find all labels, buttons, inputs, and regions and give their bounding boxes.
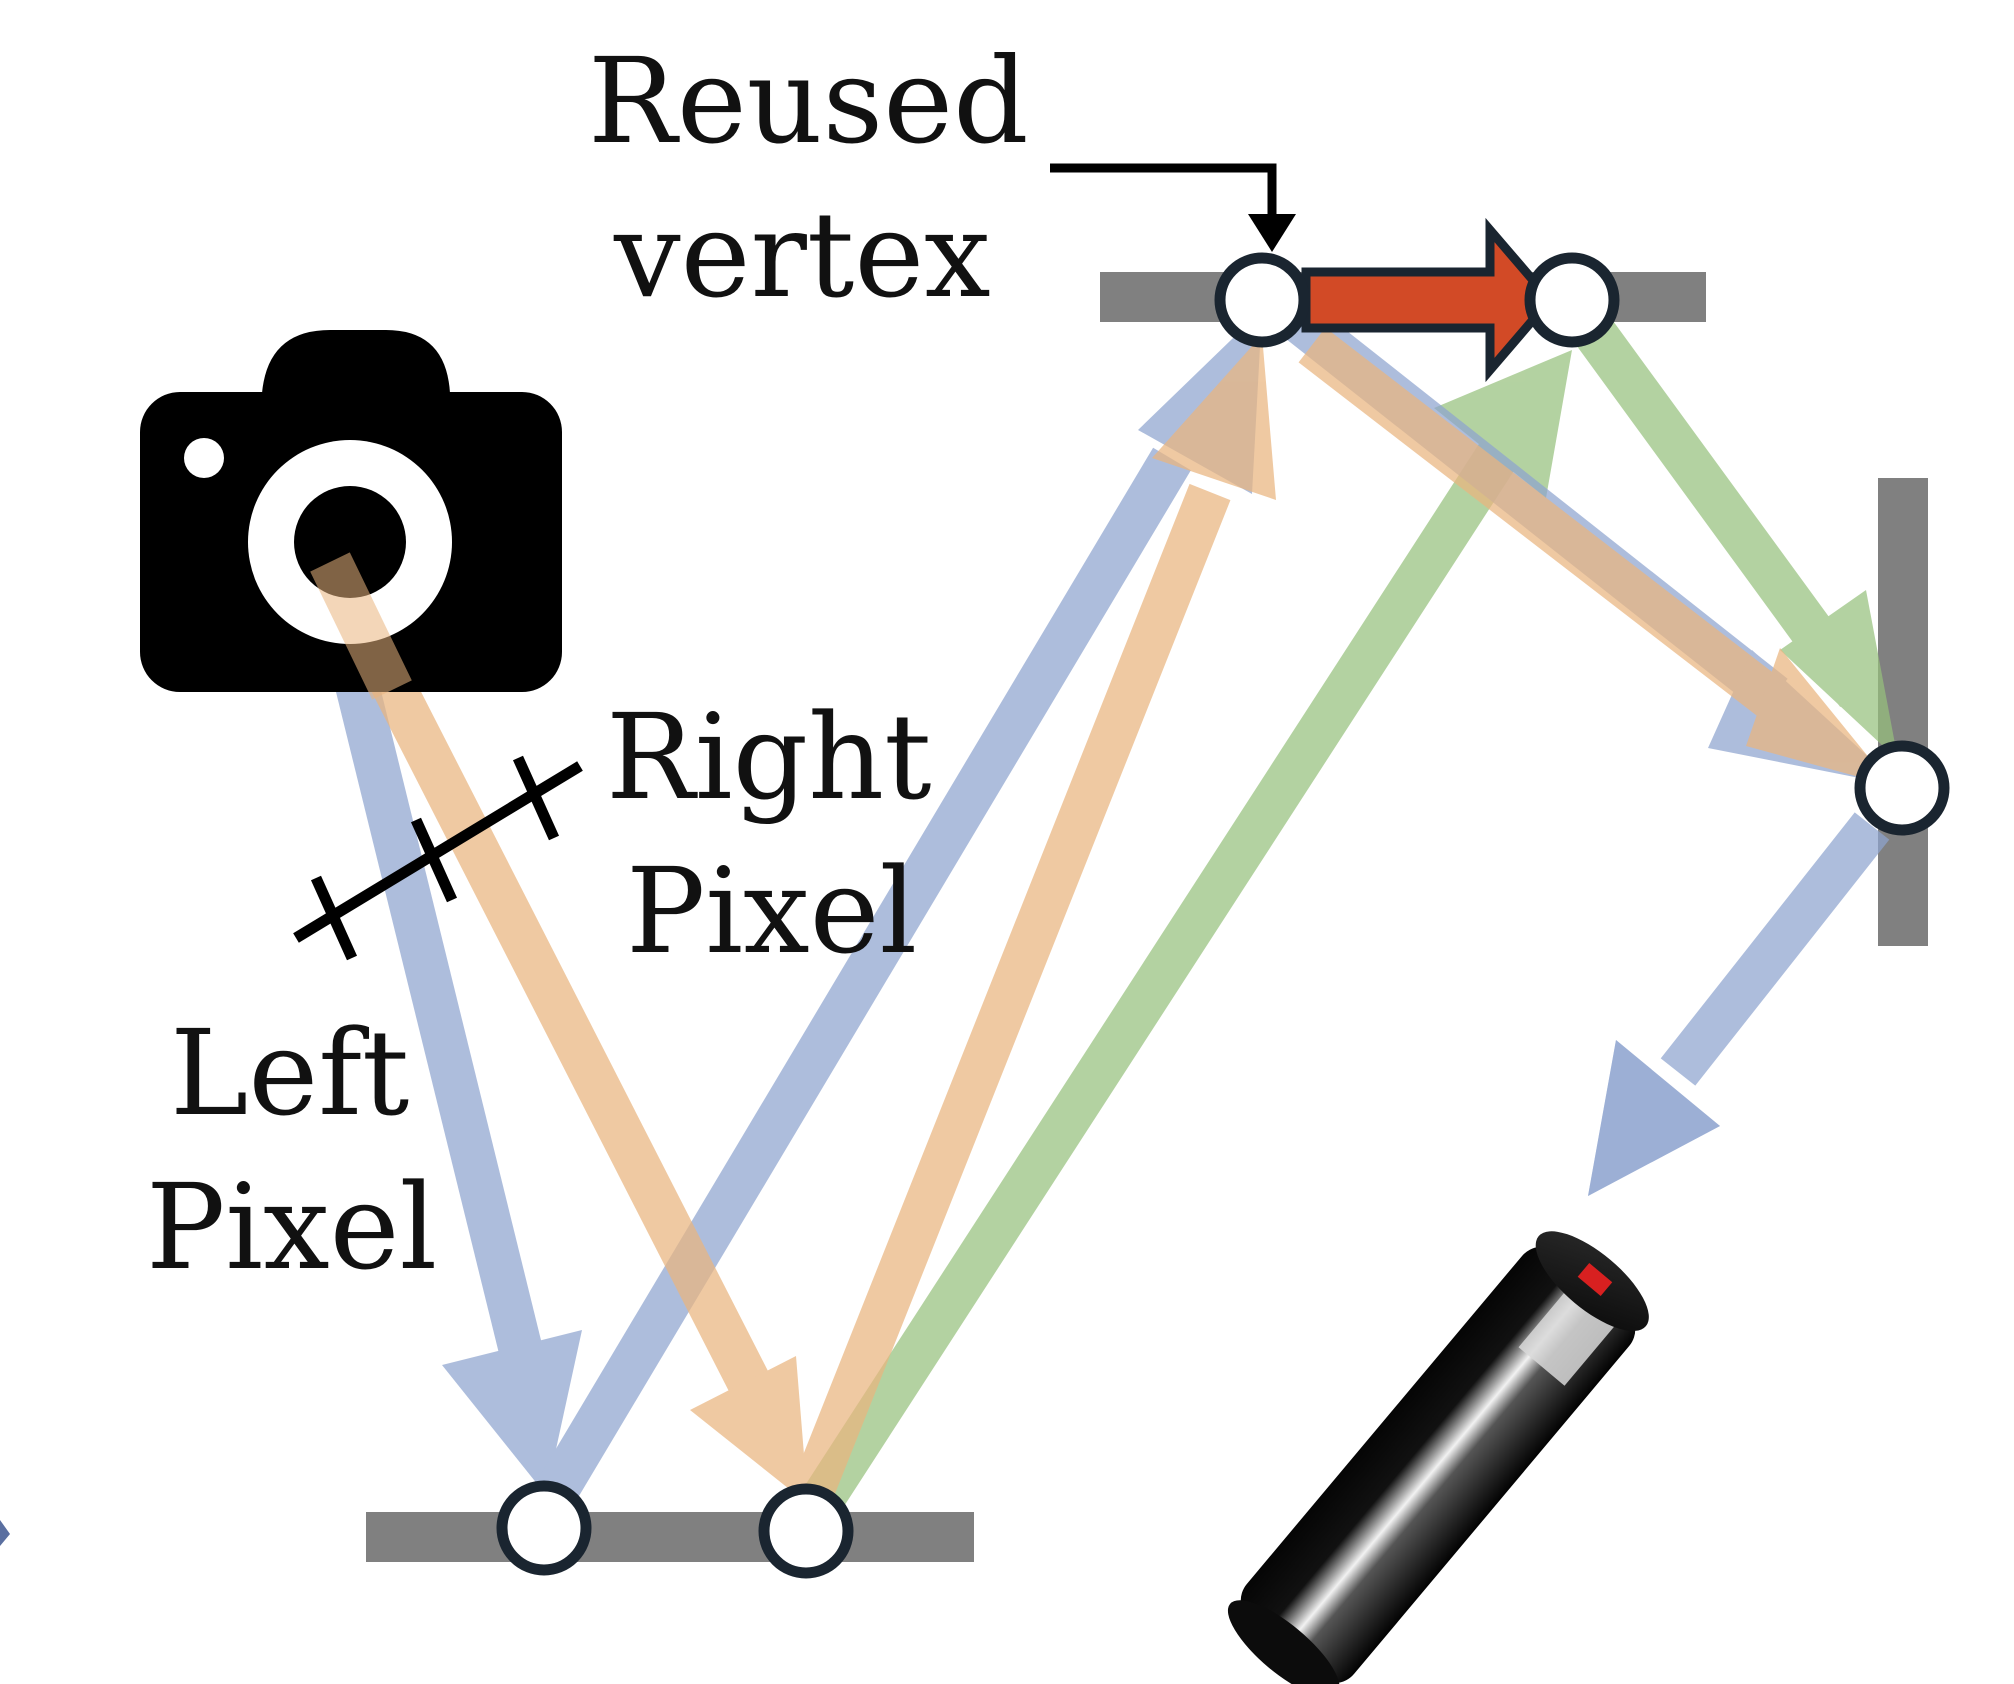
light-paths: [310, 289, 1900, 1538]
left-pixel-label-line1: Left: [170, 1004, 410, 1142]
bottom-right-vertex: [758, 1483, 854, 1579]
reused-vertex: [1214, 252, 1310, 348]
bottom-surface: [366, 1512, 974, 1562]
reused-vertex-label-line1: Reused: [588, 32, 1029, 170]
camera-icon: [140, 330, 562, 692]
orange-path: [310, 327, 1892, 1504]
right-pixel-label-line1: Right: [606, 688, 932, 826]
blue-path: [314, 304, 1900, 1517]
shifted-vertex: [1524, 252, 1620, 348]
shift-arrow: [1301, 217, 1556, 383]
flashlight-ray-overlay: [1588, 1040, 1720, 1196]
left-pixel-label-line2: Pixel: [146, 1158, 438, 1296]
edge-arrow-fragment: [0, 1520, 10, 1546]
green-path: [786, 289, 1898, 1538]
right-pixel-label-line2: Pixel: [626, 842, 918, 980]
reused-vertex-pointer: [1050, 163, 1296, 252]
path-vertices: [496, 252, 1950, 1579]
reused-vertex-label-line2: vertex: [614, 186, 991, 324]
right-surface-vertex: [1854, 740, 1950, 836]
flashlight-icon: [1227, 1231, 1649, 1684]
bottom-left-vertex: [496, 1480, 592, 1576]
pixel-grid-icon: [293, 755, 583, 961]
camera-ray-origin: [310, 552, 412, 700]
